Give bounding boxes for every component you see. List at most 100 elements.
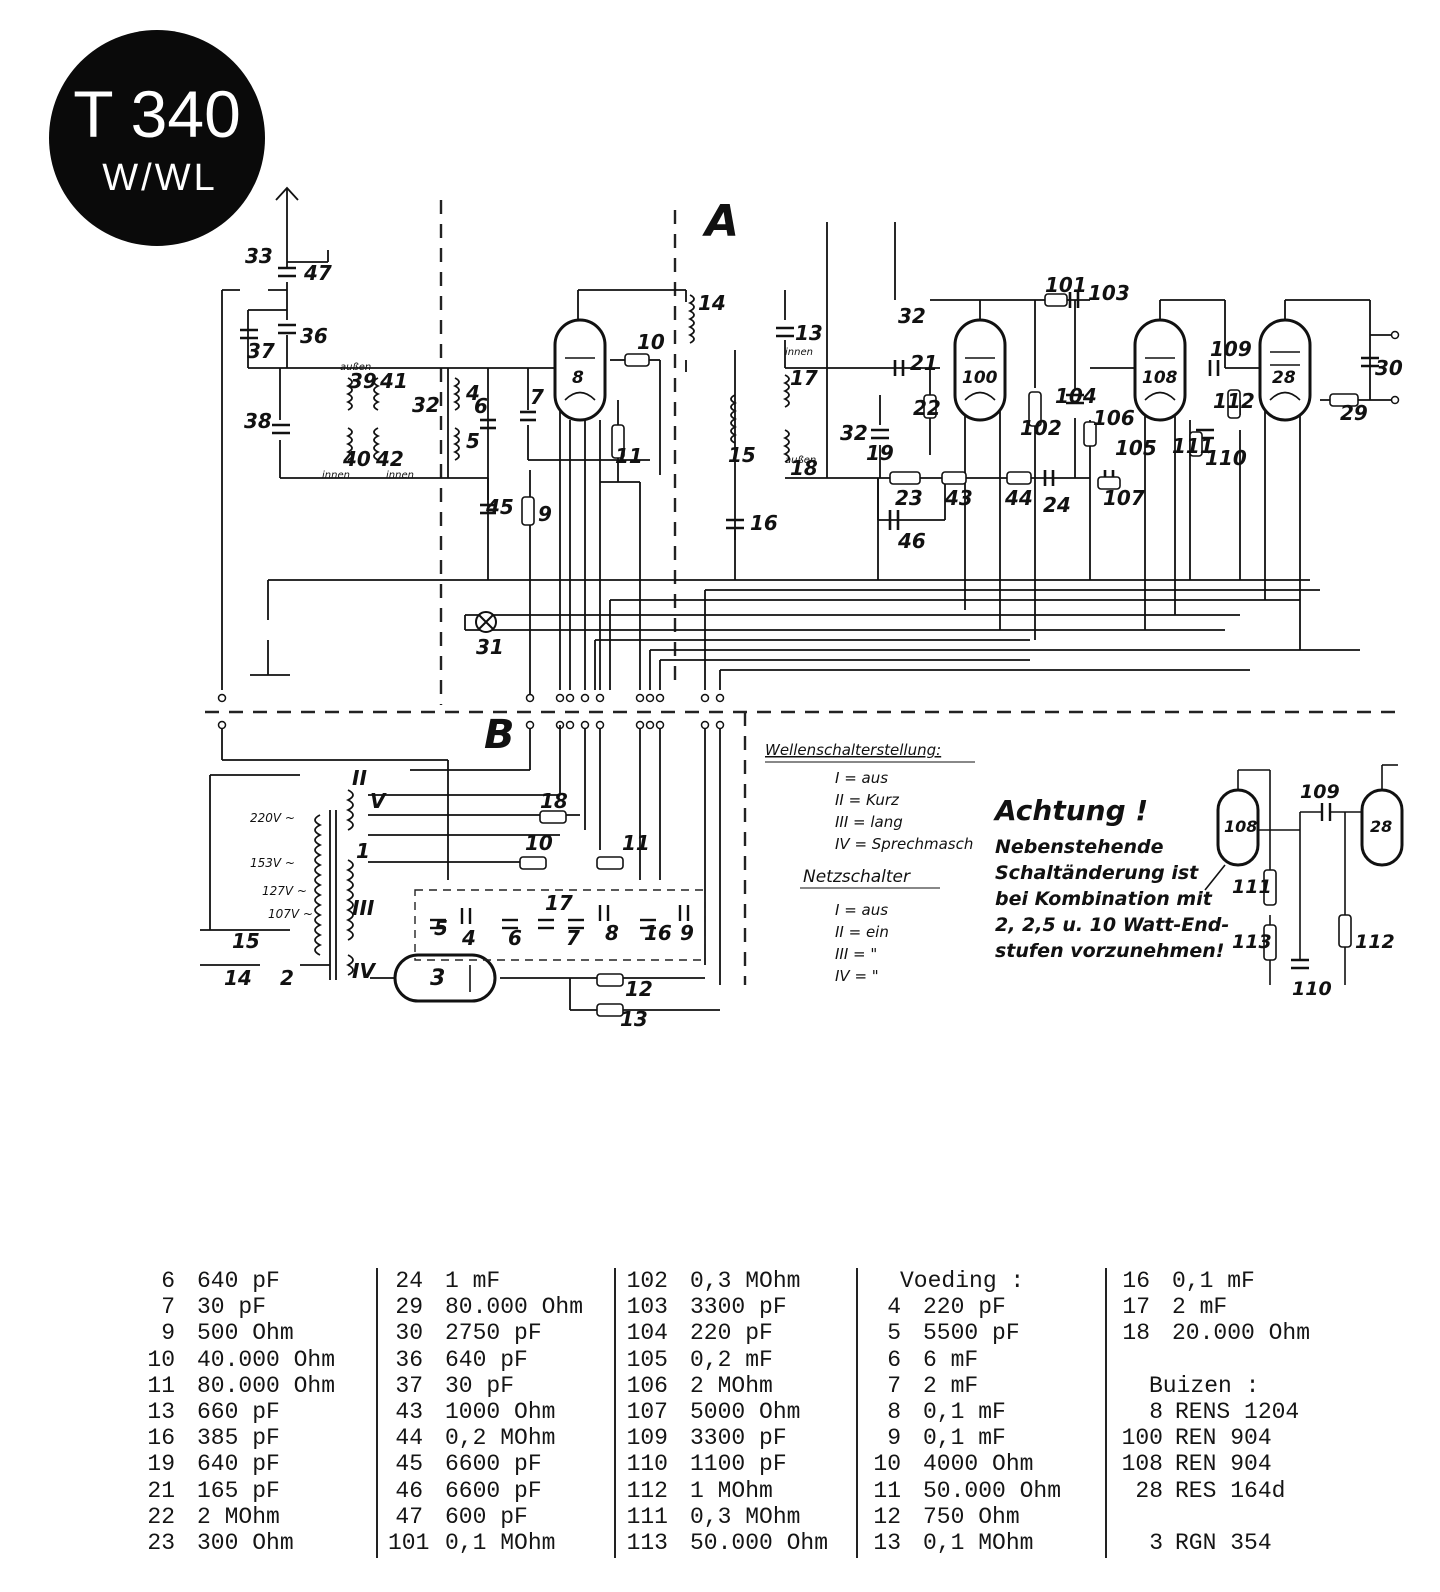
wellenschalter-legend: Wellenschalterstellung: I = aus II = Kur… (765, 741, 975, 853)
svg-text:110: 110 (1205, 446, 1247, 470)
svg-text:33: 33 (245, 244, 273, 268)
svg-text:110: 110 (1292, 978, 1332, 1000)
coils (345, 294, 790, 463)
svg-text:II = Kurz: II = Kurz (835, 791, 900, 809)
svg-text:30: 30 (1375, 356, 1403, 380)
tube-8-icon (553, 318, 607, 422)
section-dividers (205, 200, 1398, 985)
buizen-title: Buizen : (1149, 1372, 1260, 1399)
tube-28-icon (1258, 318, 1312, 422)
svg-text:4: 4 (465, 381, 480, 405)
svg-text:111: 111 (1232, 876, 1272, 898)
model-badge: T 340 W/WL (49, 30, 265, 246)
svg-text:41: 41 (379, 369, 408, 393)
svg-text:5: 5 (434, 916, 448, 940)
svg-text:innen: innen (386, 470, 414, 481)
svg-text:4: 4 (461, 926, 476, 950)
svg-text:innen: innen (322, 470, 350, 481)
svg-text:31: 31 (476, 635, 504, 659)
svg-text:I = aus: I = aus (835, 901, 888, 919)
tube-108-label: 108 (1142, 368, 1178, 388)
svg-text:39: 39 (349, 369, 377, 393)
svg-text:19: 19 (866, 441, 894, 465)
svg-text:5: 5 (466, 429, 480, 453)
svg-text:103: 103 (1088, 281, 1130, 305)
svg-text:107: 107 (1103, 486, 1145, 510)
svg-text:außen: außen (340, 362, 371, 373)
svg-text:10: 10 (637, 330, 665, 354)
svg-text:15: 15 (728, 443, 756, 467)
svg-text:7: 7 (530, 385, 544, 409)
svg-text:8: 8 (605, 921, 619, 945)
svg-text:104: 104 (1055, 384, 1097, 408)
achtung-note: Achtung ! Nebenstehende Schaltänderung i… (993, 794, 1229, 962)
section-a-label: A (702, 196, 739, 247)
tube-3-label: 3 (430, 966, 445, 991)
svg-text:44: 44 (1004, 486, 1033, 510)
svg-text:17: 17 (545, 891, 573, 915)
svg-text:105: 105 (1115, 436, 1157, 460)
svg-text:Schaltänderung ist: Schaltänderung ist (995, 862, 1199, 884)
svg-text:106: 106 (1093, 406, 1135, 430)
svg-text:15: 15 (232, 929, 260, 953)
svg-text:II: II (352, 766, 367, 790)
svg-text:18: 18 (790, 456, 818, 480)
svg-text:10: 10 (525, 831, 553, 855)
svg-text:127V ~: 127V ~ (262, 884, 307, 898)
terminals (217, 330, 1400, 730)
svg-text:102: 102 (1020, 416, 1062, 440)
svg-text:9: 9 (680, 921, 694, 945)
column-divider (614, 1268, 616, 1558)
wiring (221, 186, 1395, 698)
svg-text:112: 112 (1213, 389, 1255, 413)
svg-text:36: 36 (300, 324, 328, 348)
svg-text:109: 109 (1210, 337, 1252, 361)
netzschalter-legend: Netzschalter I = aus II = ein III = " IV… (800, 867, 940, 985)
svg-text:32: 32 (898, 304, 926, 328)
svg-text:47: 47 (303, 261, 332, 285)
svg-text:32: 32 (412, 393, 440, 417)
wellenschalter-title: Wellenschalterstellung: (765, 741, 941, 759)
svg-text:7: 7 (566, 926, 580, 950)
svg-text:111: 111 (1172, 434, 1214, 458)
svg-text:9: 9 (538, 502, 552, 526)
svg-text:6: 6 (474, 394, 488, 418)
svg-text:2: 2 (280, 966, 294, 990)
inset-schematic: 108 28 109 111 113 110 112 (1204, 764, 1404, 1000)
svg-text:40: 40 (342, 447, 371, 471)
pilot-lamp-icon (475, 611, 497, 633)
svg-text:11: 11 (615, 444, 643, 468)
svg-text:16: 16 (644, 921, 672, 945)
svg-text:IV = Sprechmasch: IV = Sprechmasch (835, 835, 973, 853)
svg-text:IV = ": IV = " (835, 967, 879, 985)
